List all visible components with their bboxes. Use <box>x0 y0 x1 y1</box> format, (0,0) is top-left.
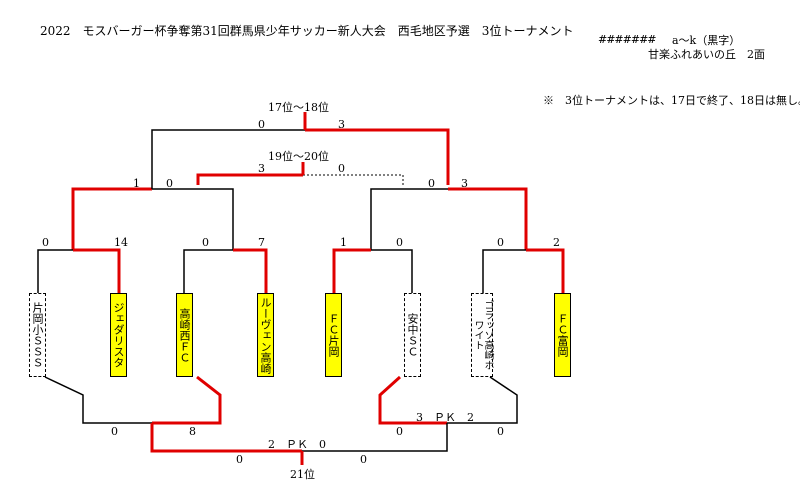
score: 0 <box>428 177 435 190</box>
score: 8 <box>189 425 196 438</box>
score: 1 <box>133 177 140 190</box>
team-box: 片岡小ＳＳＳ <box>29 293 46 377</box>
team-box: ゴラッソ高崎ホワイト <box>471 293 493 377</box>
score: 0 <box>360 453 367 466</box>
team-box: 高崎西ＦＣ <box>176 293 193 377</box>
schedule-note: ※ 3位トーナメントは、17日で終了、18日は無し。 <box>543 94 800 107</box>
score: 0 <box>258 118 265 131</box>
label-19-20: 19位～20位 <box>268 150 329 163</box>
score: 0 <box>111 425 118 438</box>
score: 7 <box>258 236 265 249</box>
date-placeholder: ####### <box>598 33 657 46</box>
page-title: 2022 モスバーガー杯争奪第31回群馬県少年サッカー新人大会 西毛地区予選 3… <box>40 24 574 38</box>
label-17-18: 17位～18位 <box>268 101 329 114</box>
team-box: ルーヴェン高崎 <box>257 293 274 377</box>
score: 0 <box>202 236 209 249</box>
pk-score-right: 3 ＰＫ 2 <box>416 411 474 424</box>
score: 3 <box>461 177 468 190</box>
score: 1 <box>340 236 347 249</box>
team-box: 安中ＳＣ <box>404 293 421 377</box>
team-box: ＦＣ富岡 <box>554 293 571 377</box>
score: 0 <box>497 236 504 249</box>
pk-score-bottom: 2 ＰＫ 0 <box>268 438 326 451</box>
score: 0 <box>166 177 173 190</box>
score: 0 <box>338 162 345 175</box>
score: 0 <box>396 425 403 438</box>
score: 3 <box>258 162 265 175</box>
score: 3 <box>338 118 345 131</box>
team-box: ＦＣ片岡 <box>325 293 342 377</box>
score: 0 <box>396 236 403 249</box>
venue-label: 甘楽ふれあいの丘 2面 <box>648 48 765 61</box>
group-label: a～k（黒字） <box>672 34 741 47</box>
label-21: 21位 <box>290 468 315 481</box>
team-box: ジェダリスタ <box>110 293 127 377</box>
score: 0 <box>42 236 49 249</box>
score: 0 <box>236 453 243 466</box>
score: 0 <box>497 425 504 438</box>
score: 2 <box>553 236 560 249</box>
score: 14 <box>114 236 128 249</box>
